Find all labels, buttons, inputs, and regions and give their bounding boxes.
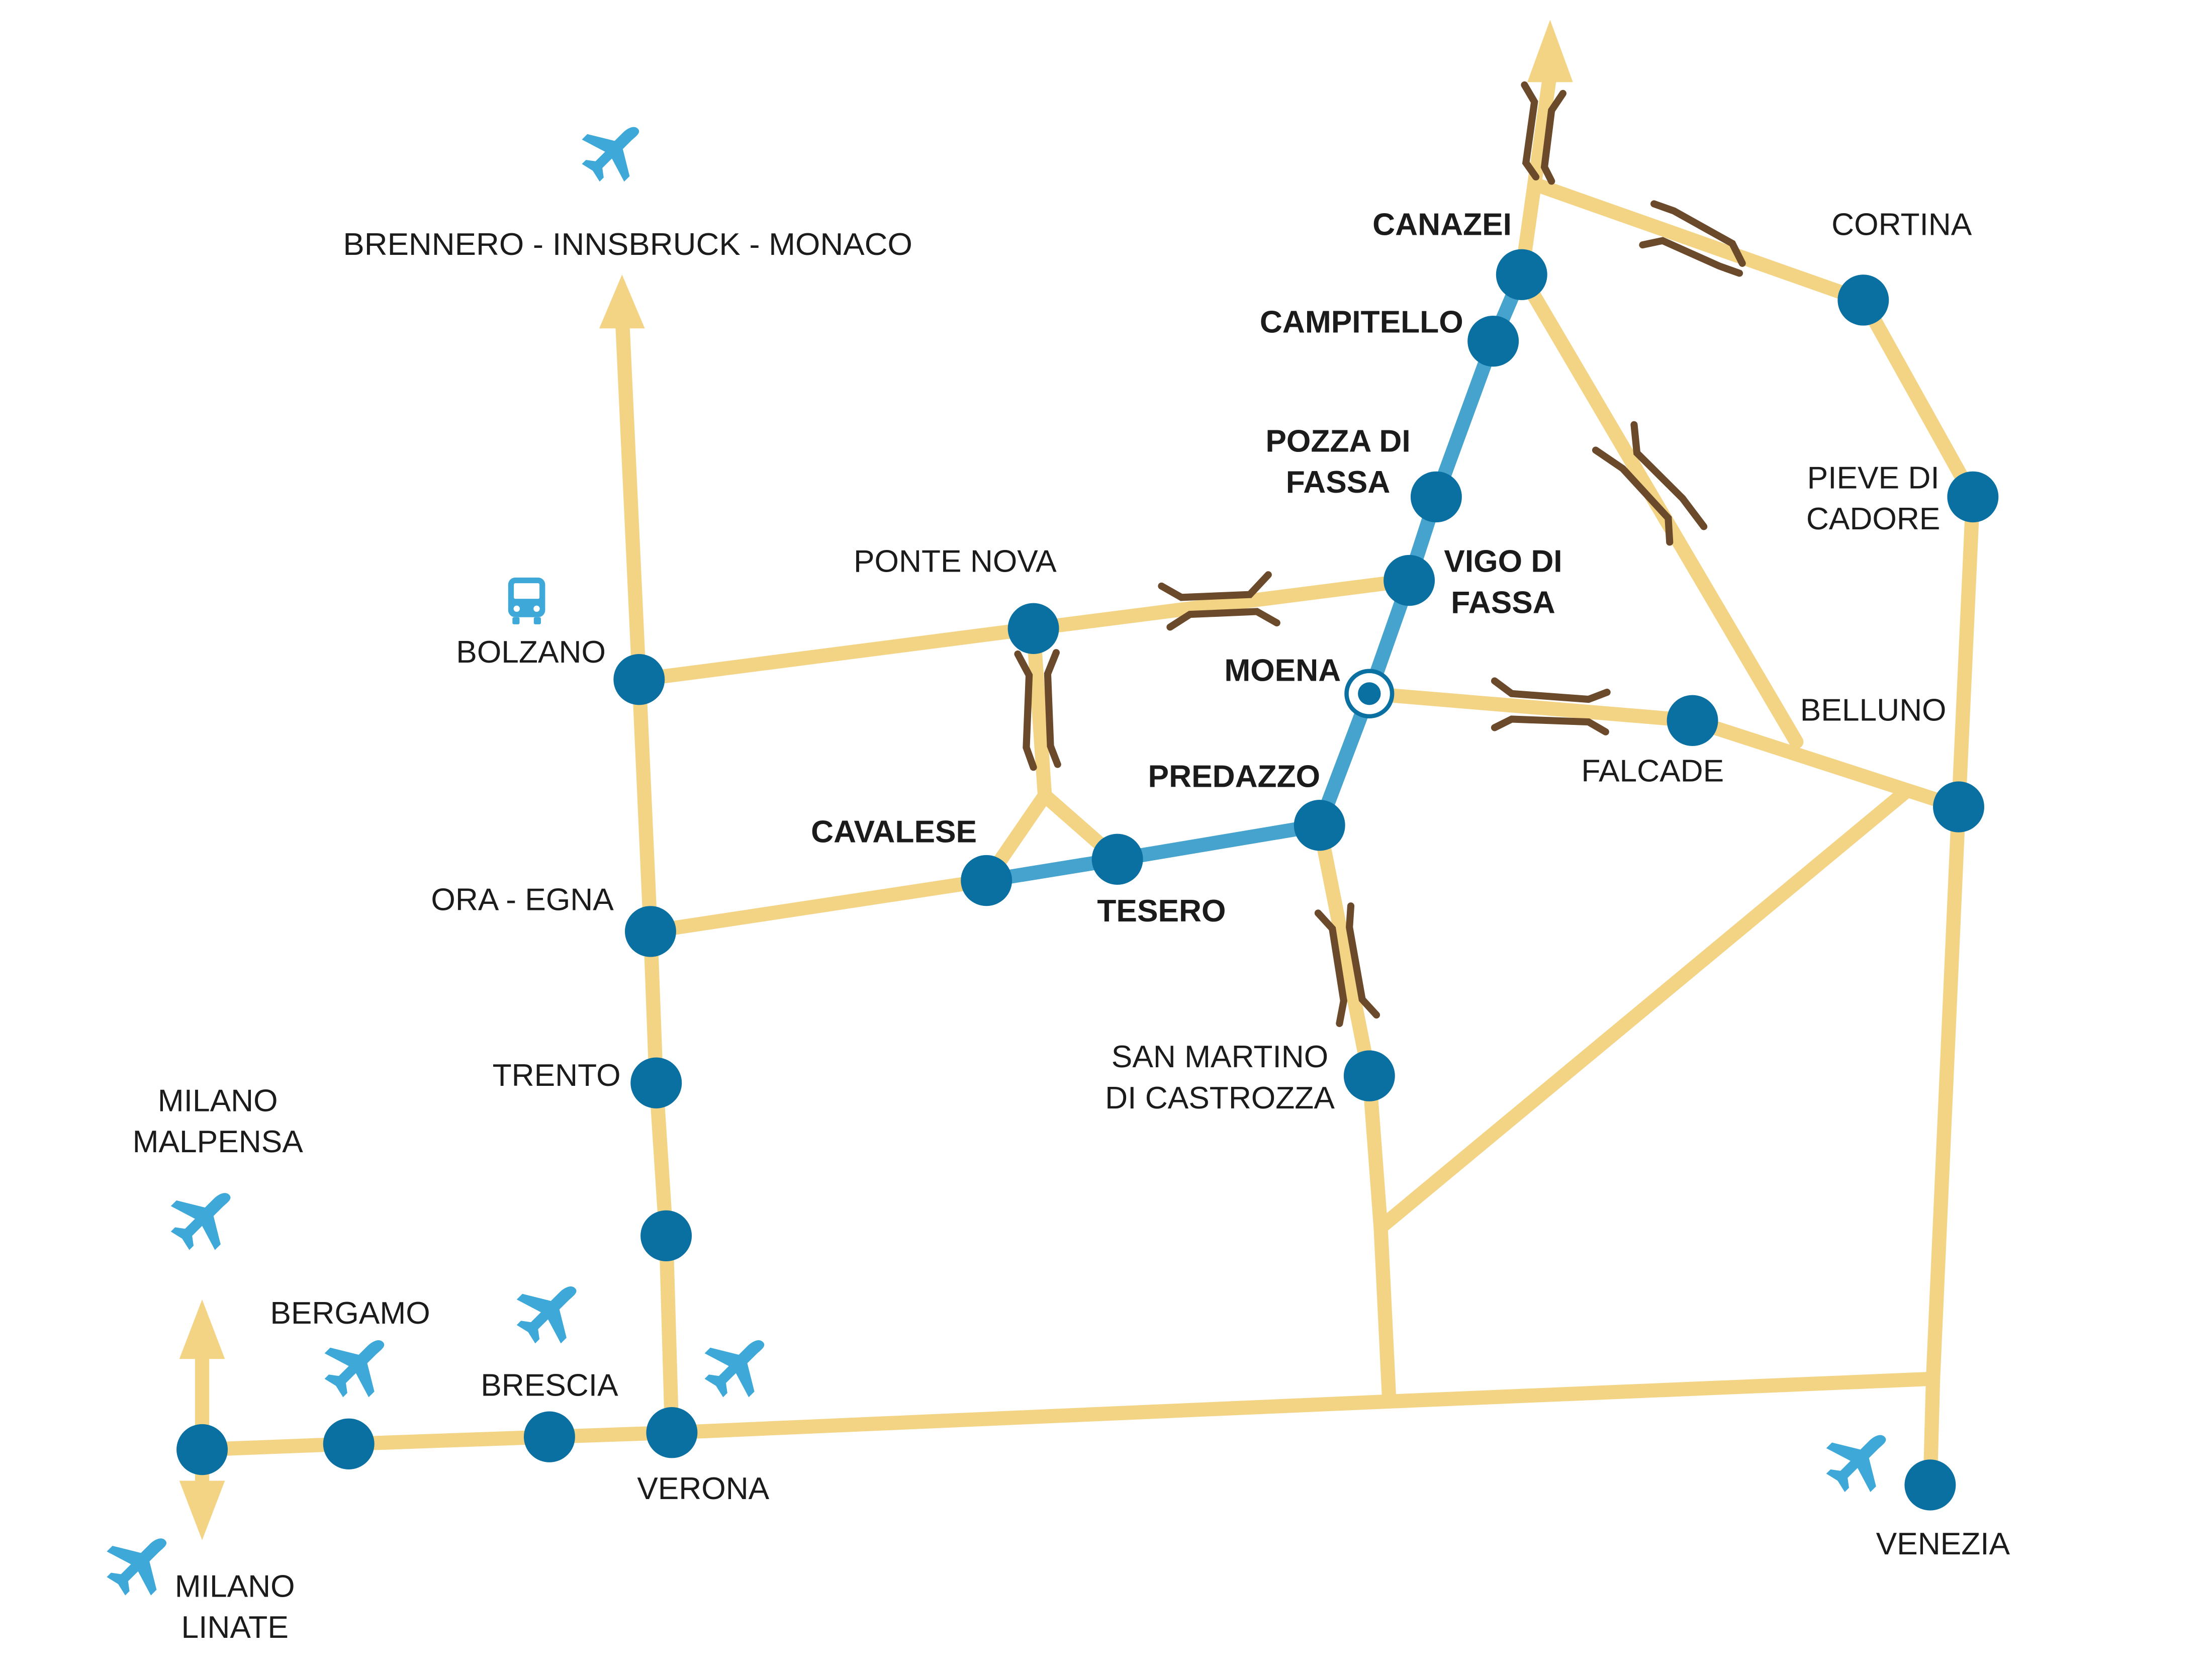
label-brennero: BRENNERO - INNSBRUCK - MONACO xyxy=(343,227,912,262)
mountain-pass-icon xyxy=(1639,200,1746,277)
town-cavalese[interactable] xyxy=(961,855,1012,906)
label-bergamo: BERGAMO xyxy=(270,1296,430,1331)
mountain-pass-icon xyxy=(1491,677,1611,735)
label-pozza-1: POZZA DI xyxy=(1265,424,1410,458)
road-brennero xyxy=(615,307,647,687)
label-ora-egna: ORA - EGNA xyxy=(431,883,614,917)
label-cavalese: CAVALESE xyxy=(811,815,977,850)
town-campitello[interactable] xyxy=(1467,315,1519,367)
airplane-icon xyxy=(704,1340,765,1398)
town-falcade[interactable] xyxy=(1667,695,1718,747)
label-campitello: CAMPITELLO xyxy=(1260,305,1463,340)
bus-icon xyxy=(508,577,545,624)
label-predazzo: PREDAZZO xyxy=(1148,760,1321,794)
roads xyxy=(195,66,1980,1508)
label-malpensa-2: MALPENSA xyxy=(133,1125,304,1159)
road-bolzano-verona xyxy=(632,672,679,1440)
label-malpensa-1: MILANO xyxy=(158,1084,278,1119)
town-venezia[interactable] xyxy=(1904,1459,1956,1511)
town-vigo-di-fassa[interactable] xyxy=(1384,554,1435,606)
mountain-pass-icon xyxy=(1521,81,1566,185)
town-trento[interactable] xyxy=(630,1057,682,1108)
label-moena: MOENA xyxy=(1224,654,1341,688)
mountain-pass-icon xyxy=(1314,902,1380,1027)
airplane-icon xyxy=(582,127,639,182)
town-bolzano[interactable] xyxy=(613,654,665,705)
label-pieve-1: PIEVE DI xyxy=(1807,461,1940,496)
label-vigo-1: VIGO DI xyxy=(1444,544,1562,579)
road-milano-verona xyxy=(195,1425,679,1457)
road-cortina-pieve xyxy=(1856,293,1980,504)
road-ponte-nova-vigo xyxy=(1026,573,1417,636)
arrow-down-icon xyxy=(179,1480,225,1540)
town-bergamo[interactable] xyxy=(323,1418,375,1469)
town-ponte-nova[interactable] xyxy=(1007,603,1059,654)
road-san-martino-south xyxy=(1362,1069,1397,1409)
road-verona-venezia xyxy=(665,1371,1941,1440)
mountain-pass-icon xyxy=(1014,649,1061,771)
town-rovereto[interactable] xyxy=(640,1210,692,1262)
road-moena-falcade xyxy=(1362,686,1700,728)
town-brescia[interactable] xyxy=(523,1411,575,1462)
arrow-up-icon xyxy=(599,274,645,329)
labels: BRENNERO - INNSBRUCK - MONACO CANAZEI CA… xyxy=(133,208,2010,1645)
airplane-icon xyxy=(516,1286,577,1344)
label-bolzano: BOLZANO xyxy=(456,635,606,670)
arrow-up-icon xyxy=(1527,20,1573,82)
label-venezia: VENEZIA xyxy=(1876,1527,2010,1561)
road-val-di-fassa xyxy=(979,267,1529,888)
town-milano[interactable] xyxy=(176,1424,228,1475)
label-trento: TRENTO xyxy=(493,1058,621,1093)
town-verona[interactable] xyxy=(646,1407,698,1458)
label-ponte-nova: PONTE NOVA xyxy=(854,544,1057,579)
town-pozza-di-fassa[interactable] xyxy=(1410,471,1462,523)
mountain-pass-markers xyxy=(1014,81,1746,1027)
label-belluno: BELLUNO xyxy=(1800,693,1947,727)
towns xyxy=(176,249,1999,1511)
town-san-martino[interactable] xyxy=(1343,1050,1395,1101)
arrows xyxy=(179,20,1573,1540)
airplane-icon xyxy=(1826,1435,1886,1493)
town-ora-egna[interactable] xyxy=(624,906,676,957)
town-predazzo[interactable] xyxy=(1294,800,1345,851)
road-ora-cavalese xyxy=(643,873,994,939)
road-ponte-nova-cavalese xyxy=(979,621,1052,888)
label-san-martino-2: DI CASTROZZA xyxy=(1105,1081,1335,1116)
target-circle-icon[interactable] xyxy=(1344,669,1395,719)
label-falcade: FALCADE xyxy=(1581,754,1724,789)
mountain-pass-icon xyxy=(1158,571,1280,631)
town-cortina[interactable] xyxy=(1837,274,1889,326)
road-feltre-belluno xyxy=(1373,785,1912,1235)
airplane-icon xyxy=(170,1193,231,1250)
label-san-martino-1: SAN MARTINO xyxy=(1112,1040,1328,1074)
town-canazei[interactable] xyxy=(1496,249,1547,300)
arrow-up-icon xyxy=(179,1300,225,1359)
label-pozza-2: FASSA xyxy=(1286,465,1391,500)
road-pordoi-cortina xyxy=(1527,176,1871,308)
label-canazei: CANAZEI xyxy=(1372,208,1512,242)
label-linate-1: MILANO xyxy=(175,1569,295,1604)
road-falcade-belluno xyxy=(1685,713,1966,814)
label-verona: VERONA xyxy=(637,1471,770,1506)
mountain-pass-icon xyxy=(1592,421,1708,546)
label-pieve-2: CADORE xyxy=(1806,502,1940,536)
airplane-icon xyxy=(324,1340,385,1398)
label-brescia: BRESCIA xyxy=(481,1368,618,1403)
town-pieve-di-cadore[interactable] xyxy=(1947,471,1999,523)
label-cortina: CORTINA xyxy=(1831,208,1972,242)
airplane-icon xyxy=(107,1538,167,1596)
town-tesero[interactable] xyxy=(1091,833,1143,885)
road-bolzano-ponte-nova xyxy=(632,621,1041,687)
road-pieve-venezia xyxy=(1923,490,1980,1493)
label-vigo-2: FASSA xyxy=(1451,585,1555,620)
town-belluno[interactable] xyxy=(1933,781,1984,832)
road-predazzo-san-martino xyxy=(1312,818,1376,1083)
label-tesero: TESERO xyxy=(1097,894,1226,929)
label-linate-2: LINATE xyxy=(181,1610,288,1645)
